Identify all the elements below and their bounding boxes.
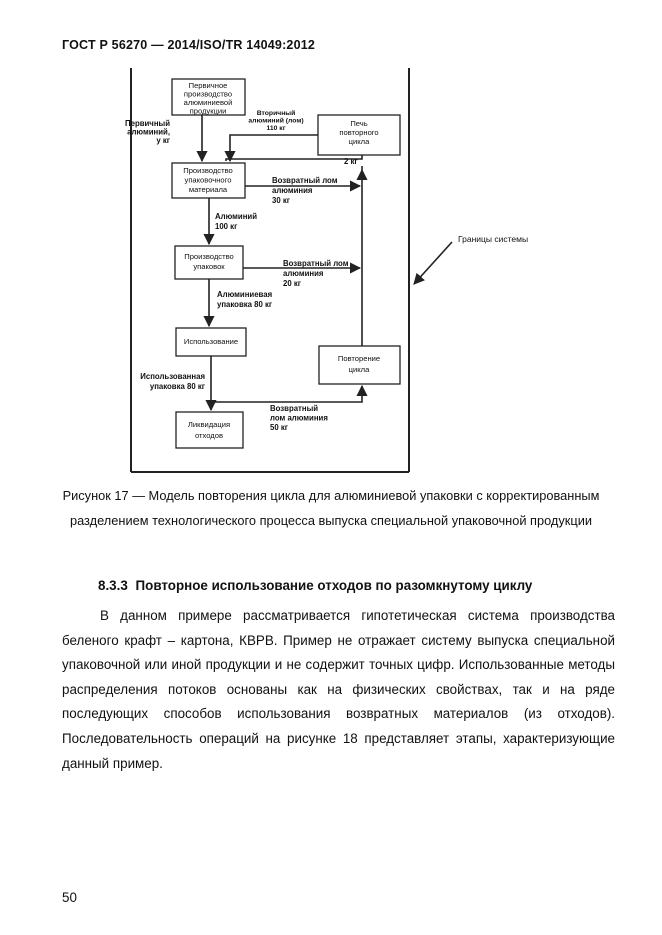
box-primary-production [171,78,246,116]
diagram-text-line: повторного [339,128,378,137]
section-number: 8.3.3 [98,578,128,593]
diagram-text-line: Возвратный лом [283,259,349,268]
diagram-text-line: цикла [349,365,370,374]
label-boundary: Границы системы [458,234,528,244]
diagram-text-line: 20 кг [283,279,302,288]
diagram-text-line: Использованная [140,372,205,381]
diagram-text-line: Первичный [125,119,170,128]
diagram-text-line: упаковок [193,262,225,271]
flow-return-50 [211,384,368,403]
box-recycle [318,345,401,385]
diagram-text-line: производство [184,90,232,99]
box-recycle-text: Повторение цикла [338,354,380,374]
diagram-text-line: упаковочного [185,176,232,185]
flow-secondary-al [224,134,318,163]
boundary-pointer [413,241,453,285]
diagram-text-line: Производство [183,166,233,175]
diagram-text-line: у кг [156,136,170,145]
diagram-text-line: 110 кг [266,125,285,132]
diagram-text-line: Границы системы [458,234,528,244]
diagram-text-line: 100 кг [215,222,238,231]
diagram-text-line: Печь [350,119,367,128]
box-disposal-text: Ликвидация отходов [188,420,230,440]
diagram-text-line: 30 кг [272,196,291,205]
diagram-text-line: Ликвидация [188,420,230,429]
diagram-text-line: 50 кг [270,423,289,432]
diagram-text-line: лом алюминия [270,414,328,423]
body-paragraph: В данном примере рассматривается гипотет… [62,608,615,771]
diagram-text-line: алюминий (лом) [248,117,303,125]
diagram-text-line: продукции [190,107,227,116]
diagram-text-line: Алюминий [215,212,257,221]
box-disposal [175,411,244,449]
section-title-text: Повторное использование отходов по разом… [135,578,533,593]
diagram-text-line: Повторение [338,354,380,363]
diagram-text-line: Производство [184,252,234,261]
system-boundary [130,68,410,473]
page-number: 50 [62,890,77,905]
diagram-text-line: Первичное [189,81,228,90]
box-furnace [317,114,401,156]
diagram-text-line: цикла [349,137,370,146]
box-use-text: Использование [184,337,238,346]
document-header: ГОСТ Р 56270 — 2014/ISO/TR 14049:2012 [62,38,316,52]
diagram-text-line: отходов [195,431,223,440]
diagram-text-line: алюминия [272,186,312,195]
label-2kg: 2 кг [344,157,358,166]
diagram-text-line: упаковка 80 кг [150,382,206,391]
diagram-text-line: алюминия [283,269,323,278]
flow-furnace-loop [225,155,363,161]
diagram-text-line: алюминиевой [184,98,233,107]
diagram-text-line: алюминий, [127,128,170,137]
section-heading: 8.3.3 Повторное использование отходов по… [98,578,532,593]
figure-caption: Рисунок 17 — Модель повторения цикла для… [62,488,600,528]
diagram-text-line: Вторичный [257,109,296,117]
diagram-text-line: 2 кг [344,157,358,166]
diagram-text-line: материала [189,185,228,194]
diagram-text-line: упаковка 80 кг [217,300,273,309]
diagram-text-line: Использование [184,337,238,346]
diagram-text-line: Возвратный [270,404,318,413]
diagram-text-line: Алюминиевая [217,290,272,299]
diagram-text-line: Возвратный лом [272,176,338,185]
